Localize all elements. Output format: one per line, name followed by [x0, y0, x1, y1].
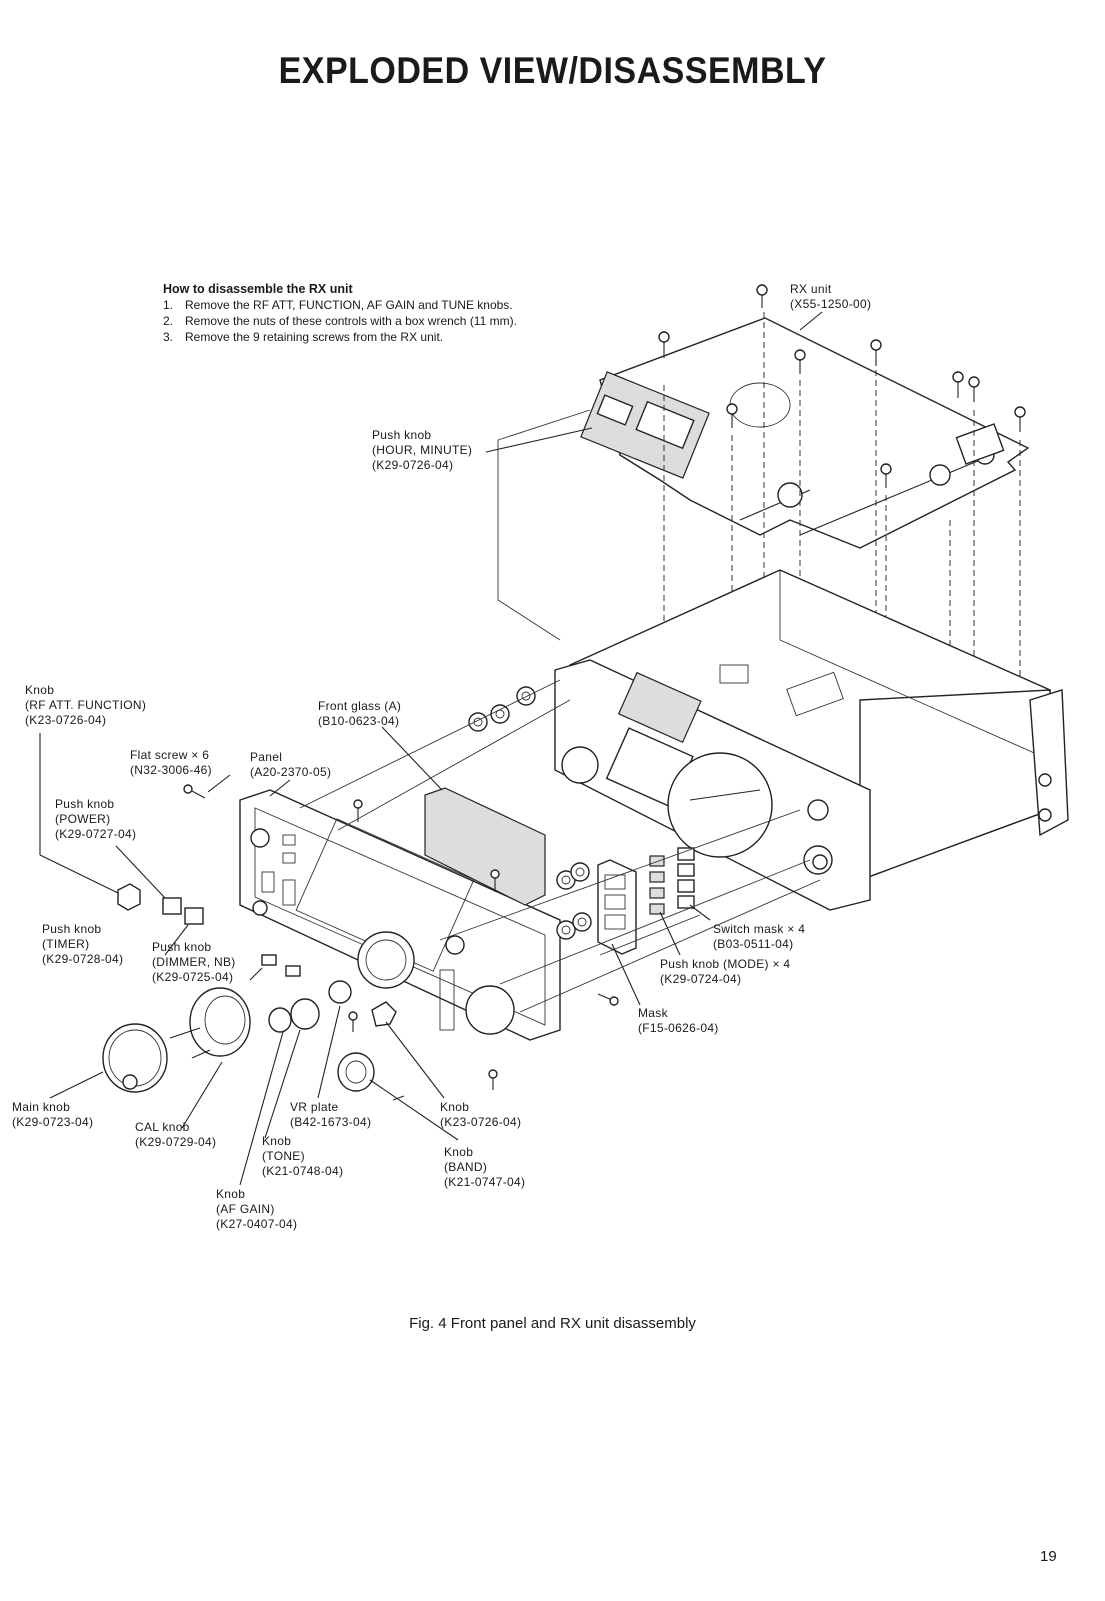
- front-glass: [424, 787, 546, 906]
- knobs: [102, 980, 405, 1101]
- screw: [870, 339, 882, 366]
- screw: [968, 376, 980, 402]
- instruction-step: 3.Remove the 9 retaining screws from the…: [163, 330, 444, 344]
- flat-screws: [183, 784, 619, 1090]
- label-push-knob-power: Push knob (POWER) (K29-0727-04): [55, 797, 137, 841]
- front-panel: [239, 789, 561, 1041]
- mask: [597, 859, 637, 955]
- label-push-knob-mode: Push knob (MODE) × 4 (K29-0724-04): [660, 957, 791, 986]
- label-knob-rf-att: Knob (RF ATT. FUNCTION) (K23-0726-04): [25, 683, 147, 727]
- leader-lines: [39, 311, 823, 1186]
- rx-retaining-screws: [658, 284, 1026, 488]
- label-rx-unit: RX unit (X55-1250-00): [790, 282, 872, 311]
- label-panel: Panel (A20-2370-05): [250, 750, 332, 779]
- label-vr-plate: VR plate (B42-1673-04): [290, 1100, 372, 1129]
- screw: [658, 331, 670, 358]
- label-flat-screw: Flat screw × 6 (N32-3006-46): [130, 748, 212, 777]
- screw: [880, 463, 892, 488]
- label-mask: Mask (F15-0626-04): [638, 1006, 719, 1035]
- nuts-and-washers: [468, 686, 592, 940]
- label-front-glass: Front glass (A) (B10-0623-04): [318, 699, 402, 728]
- small-push-knobs: [117, 883, 301, 977]
- switch-masks: [677, 847, 695, 909]
- page-title: EXPLODED VIEW/DISASSEMBLY: [278, 50, 827, 92]
- instructions-heading: How to disassemble the RX unit: [163, 282, 353, 296]
- label-main-knob: Main knob (K29-0723-04): [12, 1100, 94, 1129]
- screw: [952, 371, 964, 398]
- instruction-step: 1.Remove the RF ATT, FUNCTION, AF GAIN a…: [163, 298, 513, 312]
- label-push-knob-dimmer: Push knob (DIMMER, NB) (K29-0725-04): [152, 940, 236, 984]
- label-knob-af-gain: Knob (AF GAIN) (K27-0407-04): [216, 1187, 298, 1231]
- screw: [1014, 406, 1026, 432]
- disassembly-instructions: How to disassemble the RX unit 1.Remove …: [163, 281, 517, 345]
- label-push-knob-hour-minute: Push knob (HOUR, MINUTE) (K29-0726-04): [372, 428, 473, 472]
- rx-unit-board: [580, 317, 1030, 549]
- push-knobs-mode: [649, 855, 665, 915]
- instruction-step: 2.Remove the nuts of these controls with…: [163, 314, 517, 328]
- figure-caption: Fig. 4 Front panel and RX unit disassemb…: [409, 1315, 696, 1332]
- sub-panel: [554, 659, 871, 911]
- label-knob-band: Knob (BAND) (K21-0747-04): [444, 1145, 526, 1189]
- label-cal-knob: CAL knob (K29-0729-04): [135, 1120, 217, 1149]
- screw: [756, 284, 768, 308]
- page-number: 19: [1040, 1548, 1057, 1565]
- label-knob-k23: Knob (K23-0726-04): [440, 1100, 522, 1129]
- label-switch-mask: Switch mask × 4 (B03-0511-04): [713, 922, 806, 951]
- label-knob-tone: Knob (TONE) (K21-0748-04): [262, 1134, 344, 1178]
- screw: [726, 403, 738, 428]
- screw: [794, 349, 806, 374]
- projection-lines: [299, 409, 821, 1013]
- label-push-knob-timer: Push knob (TIMER) (K29-0728-04): [42, 922, 124, 966]
